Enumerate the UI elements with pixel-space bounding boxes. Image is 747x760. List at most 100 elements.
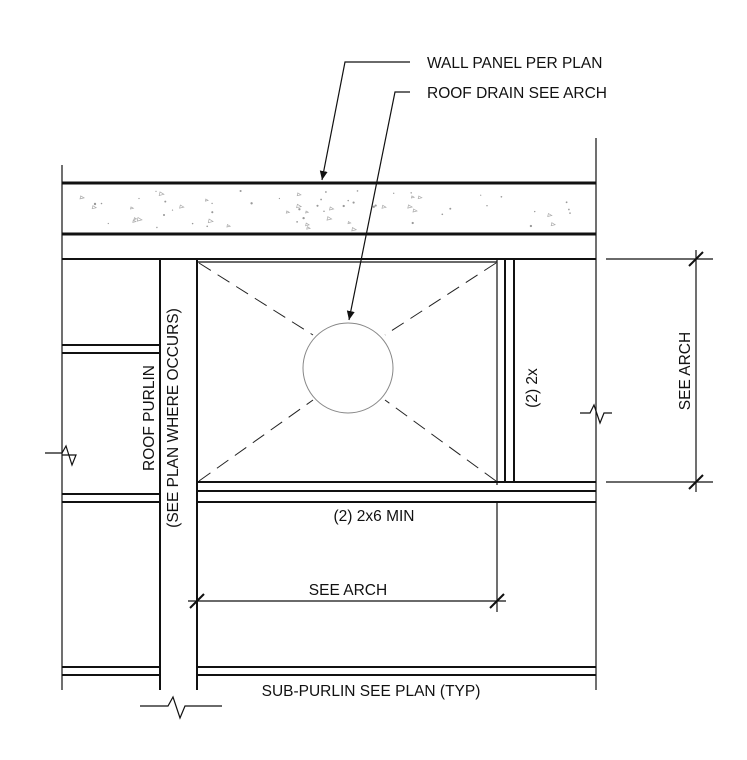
speckle-triangle [133,217,138,220]
speckle-dot [356,190,359,192]
two-2x6-min-label: (2) 2x6 MIN [334,508,415,525]
wall-panel-label: WALL PANEL PER PLAN [427,55,602,72]
speckle-triangle [91,205,98,210]
speckle-dot [278,197,281,200]
speckle-dot [239,189,242,193]
roof-purlin-label: ROOF PURLIN (SEE PLAN WHERE OCCURS) [141,308,182,528]
speckle-triangle [417,195,423,200]
speckle-dot [162,213,166,217]
bottom-break-line [140,695,222,720]
speckle-dot [302,216,305,220]
speckle-dot [211,202,213,205]
speckle-dot [155,190,157,193]
speckle-dot [93,202,97,206]
speckle-dot [156,226,158,229]
speckle-dot [410,192,412,194]
speckle-dot [342,204,345,208]
sub-purlin-band [62,493,596,503]
speckle-triangle [329,206,335,211]
speckle-triangle [306,226,312,230]
wall-panel-leader [319,61,410,181]
speckle-dot [100,202,103,205]
see-arch-horizontal-label: SEE ARCH [309,582,387,599]
speckle-triangle [296,203,303,209]
speckle-dot [565,201,568,204]
speckle-dot [298,208,301,211]
speckle-triangle [79,195,86,200]
speckle-dot [325,191,327,193]
speckle-dot [441,213,444,216]
drain-box [197,259,498,485]
speckle-triangle [305,222,310,227]
roof-purlin-label-line1: ROOF PURLIN [141,365,158,471]
speckle-triangle [296,192,302,197]
speckle-dot [296,221,298,223]
speckle-triangle [130,206,135,210]
speckle-dot [191,222,194,225]
speckle-dot [171,209,174,211]
roof-drain-circle [302,322,394,414]
speckle-dot [138,197,140,200]
speckle-dot [569,212,571,214]
speckle-dot [372,205,375,208]
speckle-triangle [132,219,137,223]
double-2x-member [504,259,515,482]
speckle-triangle [407,204,414,209]
speckle-triangle [410,195,416,199]
left-block [62,344,160,354]
speckle-dot [352,201,355,204]
speckle-triangle [347,221,352,225]
speckle-dot [374,204,377,207]
speckle-triangle [305,210,310,214]
speckle-dot [107,222,109,225]
speckle-triangle [285,210,291,214]
speckle-dot [250,202,253,205]
speckle-triangle [381,204,387,209]
speckle-dot [486,204,488,207]
speckle-dot [534,210,536,213]
speckle-dot [500,195,503,198]
speckle-dot [347,199,349,202]
right-break-line [580,403,612,425]
see-arch-vertical-label: SEE ARCH [677,332,694,410]
roof-purlin [159,259,198,690]
wall-panel [62,181,596,236]
speckle-dot [320,198,323,201]
vertical-dimension [606,250,713,492]
roof-drain-label: ROOF DRAIN SEE ARCH [427,85,607,102]
speckle-triangle [226,223,232,228]
roof-purlin-label-line2: (SEE PLAN WHERE OCCURS) [165,308,182,528]
speckle-triangle [158,191,165,196]
drain-slope-lines [198,262,497,482]
double-2x6-member [197,481,596,492]
speckle-dot [480,194,482,196]
speckle-dot [411,221,414,225]
speckle-triangle [547,212,553,217]
speckle-dot [529,224,533,228]
speckle-dot [164,200,167,203]
speckle-dot [206,225,209,228]
bottom-sub-purlin [62,666,596,676]
speckle-triangle [326,216,333,221]
concrete-speckles [79,189,571,232]
speckle-triangle [207,218,214,224]
horizontal-dimension [188,502,506,612]
speckle-dot [316,204,319,207]
speckle-dot [323,210,325,213]
speckle-dot [568,208,570,211]
speckle-dot [211,211,214,214]
speckle-triangle [351,227,358,232]
speckle-dot [393,192,395,194]
speckle-triangle [179,204,185,209]
left-break-line [45,444,77,467]
speckle-triangle [550,222,556,227]
two-2x-label: (2) 2x [524,368,541,408]
speckle-triangle [412,208,418,213]
speckle-dot [449,207,452,210]
speckle-triangle [204,198,209,202]
roof-drain-leader [346,91,410,321]
speckle-triangle [136,216,143,222]
sub-purlin-label: SUB-PURLIN SEE PLAN (TYP) [262,683,481,700]
